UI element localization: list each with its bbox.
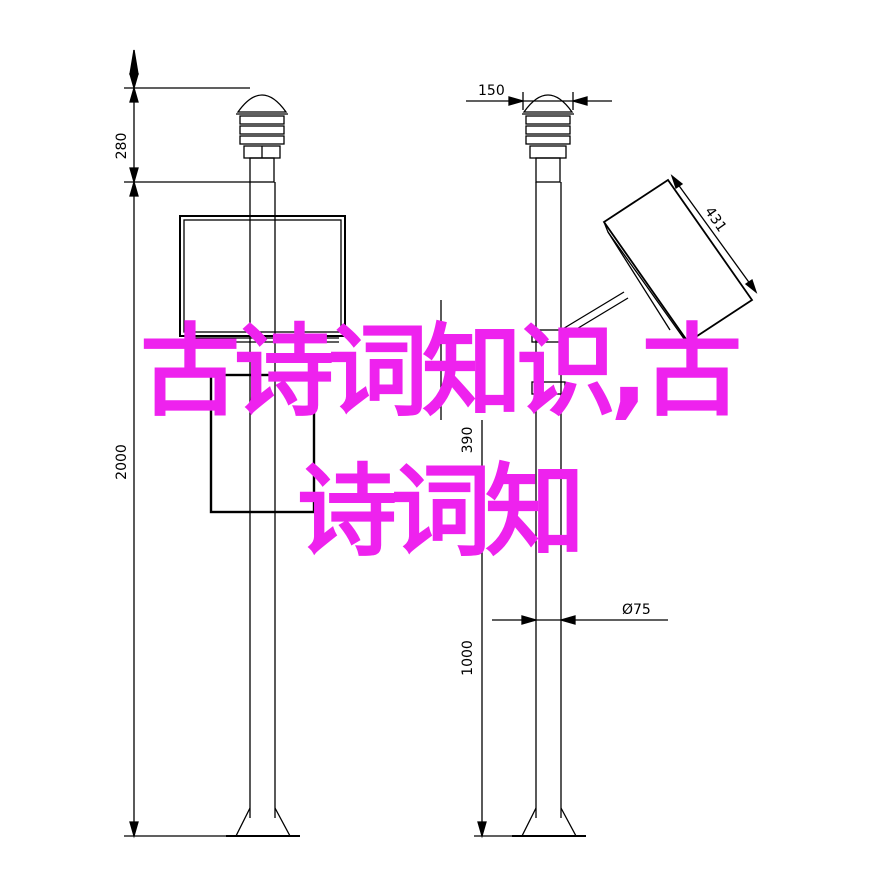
dim-lower-height: 1000 xyxy=(460,640,476,676)
dim-lamp-width: 150 xyxy=(478,83,505,99)
dim-150-lines xyxy=(466,92,612,110)
dim-diameter-lines xyxy=(492,615,668,625)
left-pole-assembly xyxy=(179,94,346,837)
dim-total-height: 2000 xyxy=(114,444,130,480)
right-pole-assembly xyxy=(512,94,758,837)
overlay-text-line2: 诗词知 xyxy=(297,453,585,570)
overlay-text-line1: 古诗词知识,古 xyxy=(140,313,742,430)
dim-vertical-right-lines xyxy=(436,300,512,839)
dim-box-height: 390 xyxy=(460,427,476,454)
dim-280-lines xyxy=(124,49,250,839)
dim-lamp-height: 280 xyxy=(114,133,130,160)
dim-pole-diameter: Ø75 xyxy=(622,602,651,618)
dim-panel-width: 431 xyxy=(701,204,729,235)
